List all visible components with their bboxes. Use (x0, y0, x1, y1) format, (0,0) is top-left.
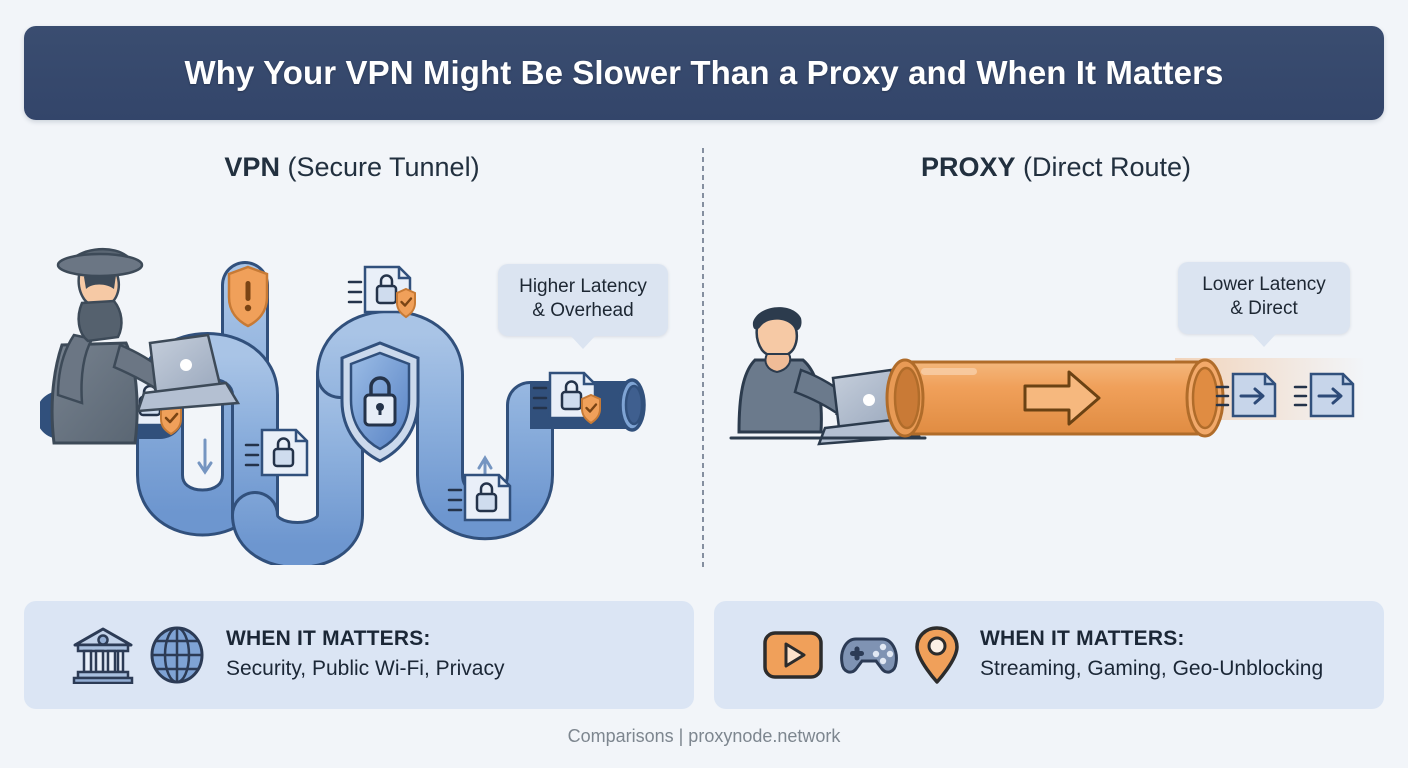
plain-packet-icon (1215, 372, 1277, 418)
vpn-when-it-matters-panel: WHEN IT MATTERS: Security, Public Wi-Fi,… (24, 601, 694, 709)
proxy-pipe (885, 358, 1225, 438)
proxy-callout-line2: & Direct (1230, 298, 1298, 320)
proxy-panel-icons (714, 625, 980, 685)
user-figure (729, 307, 927, 446)
header-banner: Why Your VPN Might Be Slower Than a Prox… (24, 26, 1384, 120)
spy-figure (50, 247, 241, 445)
vpn-callout-tail (570, 334, 596, 349)
vpn-panel-description: Security, Public Wi-Fi, Privacy (226, 657, 505, 681)
proxy-heading-bold: PROXY (920, 152, 1016, 182)
vpn-callout: Higher Latency & Overhead (498, 264, 668, 349)
vpn-illustration (40, 225, 690, 565)
encrypted-packet-icon (532, 371, 601, 425)
security-shield-icon (340, 341, 420, 463)
proxy-callout: Lower Latency & Direct (1178, 262, 1350, 347)
vpn-panel-label: WHEN IT MATTERS: (226, 627, 431, 651)
vpn-column-heading: VPN (Secure Tunnel) (0, 152, 704, 183)
globe-icon (150, 626, 204, 684)
proxy-panel-label: WHEN IT MATTERS: (980, 627, 1185, 651)
proxy-panel-text: WHEN IT MATTERS: Streaming, Gaming, Geo-… (980, 626, 1323, 684)
proxy-panel-description: Streaming, Gaming, Geo-Unblocking (980, 657, 1324, 681)
encrypted-packet-icon (447, 473, 512, 522)
encrypted-packet-icon (244, 428, 309, 477)
vpn-heading-bold: VPN (224, 152, 280, 182)
vpn-callout-line1: Higher Latency (519, 276, 647, 297)
map-pin-icon (915, 626, 959, 684)
gamepad-icon (840, 637, 898, 674)
proxy-callout-tail (1251, 332, 1277, 347)
footer-credit: Comparisons | proxynode.network (567, 726, 841, 746)
vpn-heading-rest: (Secure Tunnel) (287, 152, 480, 182)
encrypted-packet-icon (347, 265, 416, 319)
warning-shield-icon (227, 265, 269, 328)
plain-packet-icon (1293, 372, 1355, 418)
bank-icon (72, 627, 134, 684)
proxy-callout-line1: Lower Latency (1202, 274, 1326, 295)
play-button-icon (763, 631, 823, 679)
column-divider (702, 148, 704, 568)
vpn-panel-text: WHEN IT MATTERS: Security, Public Wi-Fi,… (226, 626, 505, 684)
page-title: Why Your VPN Might Be Slower Than a Prox… (184, 54, 1224, 91)
proxy-column-heading: PROXY (Direct Route) (704, 152, 1408, 183)
vpn-panel-icons (24, 626, 226, 684)
proxy-illustration (725, 300, 1375, 470)
proxy-heading-rest: (Direct Route) (1023, 152, 1192, 182)
vpn-callout-line2: & Overhead (532, 300, 634, 322)
proxy-when-it-matters-panel: WHEN IT MATTERS: Streaming, Gaming, Geo-… (714, 601, 1384, 709)
